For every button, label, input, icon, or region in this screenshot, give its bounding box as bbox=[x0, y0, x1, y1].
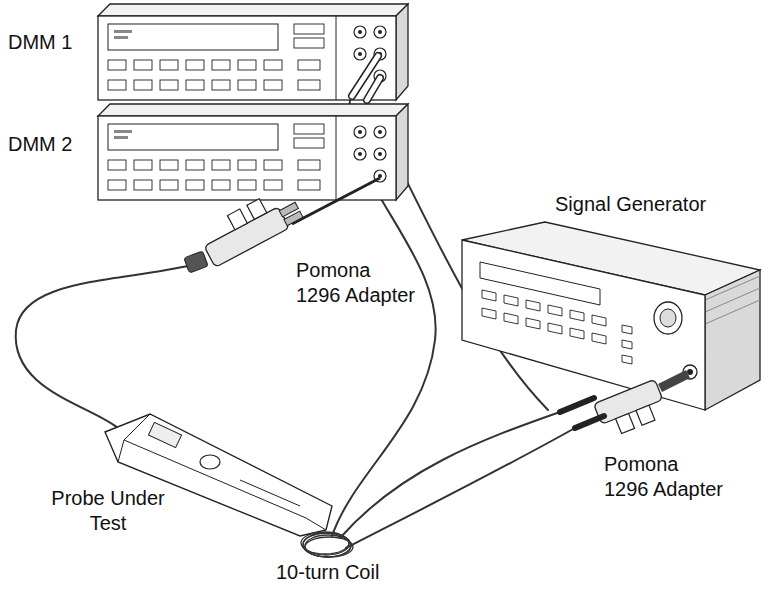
bnc-banana-adapter bbox=[184, 178, 380, 273]
coil bbox=[301, 532, 353, 557]
probe-label: Probe Under Test bbox=[46, 486, 170, 536]
dmm-1-instrument bbox=[98, 4, 408, 100]
signal-generator bbox=[462, 222, 760, 410]
dmm-2-instrument bbox=[98, 104, 408, 200]
instrument-label: Signal Generator bbox=[555, 192, 706, 217]
current-probe bbox=[105, 414, 332, 536]
coil-label: 10-turn Coil bbox=[276, 560, 379, 585]
bnc-banana-adapter bbox=[560, 374, 688, 439]
instrument-label: DMM 2 bbox=[8, 132, 72, 157]
adapter-label: Pomona 1296 Adapter bbox=[296, 258, 418, 308]
adapter-label: Pomona 1296 Adapter bbox=[604, 452, 726, 502]
banana-plugs bbox=[352, 56, 380, 100]
instrument-label: DMM 1 bbox=[8, 30, 72, 55]
